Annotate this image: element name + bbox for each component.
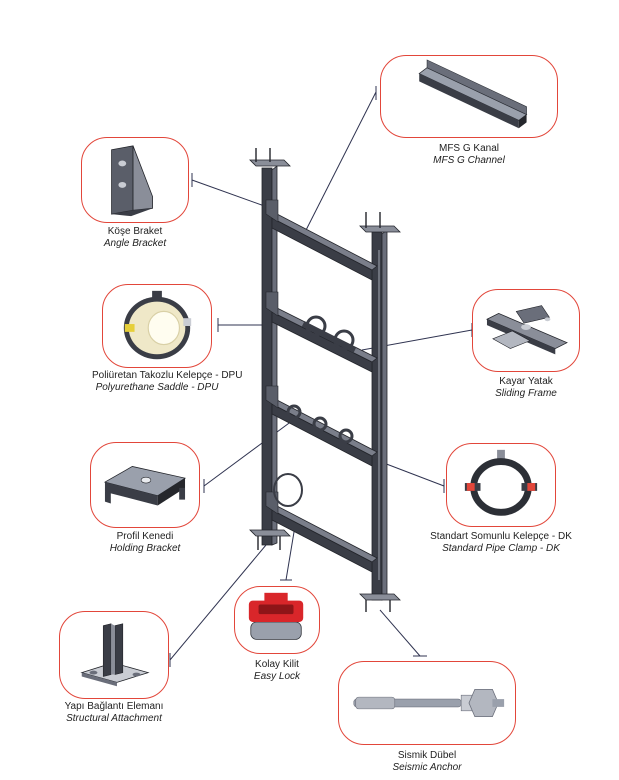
- easy-lock-box: [234, 586, 320, 654]
- mfs-g-channel-box: [380, 55, 558, 138]
- angle-bracket-box: [81, 137, 189, 223]
- standard-pipe-clamp-label: Standart Somunlu Kelepçe - DK Standard P…: [430, 531, 572, 554]
- standard-pipe-clamp-icon: [464, 449, 538, 516]
- angle-bracket-label: Köşe Braket Angle Bracket: [103, 226, 167, 249]
- easy-lock-label: Kolay Kilit Easy Lock: [253, 659, 301, 682]
- holding-bracket-box: [90, 442, 200, 528]
- angle-bracket-icon: [111, 145, 153, 217]
- structural-attachment-icon: [80, 623, 150, 687]
- mfs-g-channel-label: MFS G Kanal MFS G Channel: [433, 143, 505, 166]
- holding-bracket-icon: [103, 466, 187, 506]
- polyurethane-saddle-box: [102, 284, 212, 368]
- sliding-frame-icon: [486, 305, 568, 355]
- seismic-anchor-box: [338, 661, 516, 745]
- holding-bracket-label: Profil Kenedi Holding Bracket: [109, 531, 181, 554]
- structural-attachment-label: Yapı Bağlantı Elemanı Structural Attachm…: [64, 701, 164, 724]
- standard-pipe-clamp-box: [446, 443, 556, 527]
- seismic-anchor-icon: [353, 688, 505, 718]
- structural-attachment-box: [59, 611, 169, 699]
- easy-lock-icon: [248, 592, 304, 640]
- sliding-frame-box: [472, 289, 580, 372]
- sliding-frame-label: Kayar Yatak Sliding Frame: [495, 376, 557, 399]
- seismic-anchor-label: Sismik Dübel Seismic Anchor: [392, 750, 462, 773]
- channel-icon: [418, 59, 528, 129]
- polyurethane-saddle-label: Poliüretan Takozlu Kelepçe - DPU Polyure…: [92, 370, 243, 393]
- polyurethane-saddle-icon: [123, 290, 192, 360]
